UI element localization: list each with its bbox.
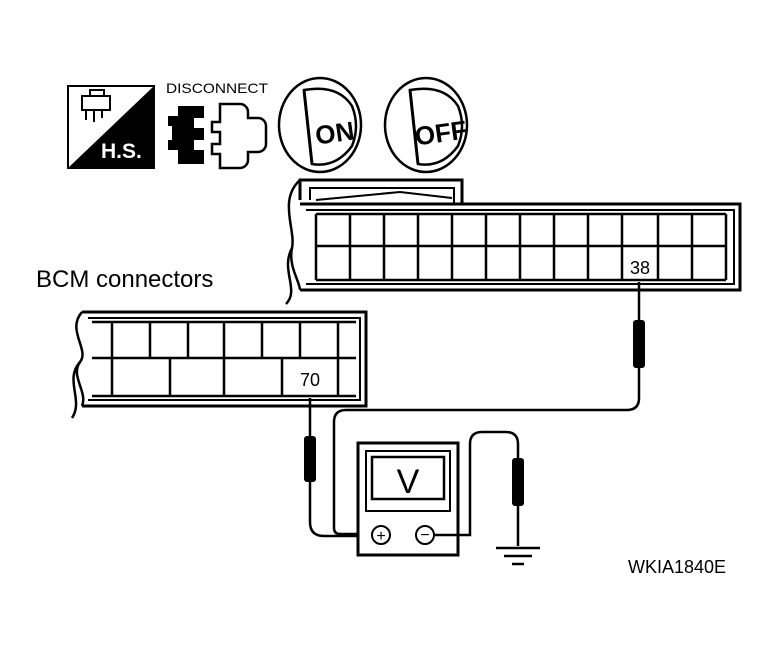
- ignition-off-icon: OFF: [383, 76, 469, 174]
- plus-terminal: +: [376, 528, 385, 545]
- off-label: OFF: [413, 115, 469, 152]
- voltmeter: V + −: [356, 441, 460, 557]
- probe-pin-38: [332, 282, 645, 536]
- pin-70-label: 70: [300, 370, 320, 390]
- disconnect-icon: DISCONNECT: [166, 80, 268, 170]
- connector-title: BCM connectors: [36, 266, 213, 293]
- ground-icon: [496, 546, 540, 566]
- ignition-on-icon: ON: [277, 76, 363, 174]
- disconnect-label: DISCONNECT: [166, 80, 268, 96]
- probe-pin-70: [304, 398, 372, 538]
- upper-connector: [285, 178, 742, 305]
- figure-id: WKIA1840E: [628, 557, 726, 577]
- lower-connector: [70, 310, 368, 419]
- hs-icon: H.S.: [67, 85, 155, 169]
- on-label: ON: [313, 115, 356, 150]
- minus-terminal: −: [420, 527, 429, 544]
- hs-label: H.S.: [101, 140, 142, 163]
- pin-38-label: 38: [630, 258, 650, 278]
- meter-display: V: [397, 463, 420, 501]
- ground-probe: [434, 430, 524, 546]
